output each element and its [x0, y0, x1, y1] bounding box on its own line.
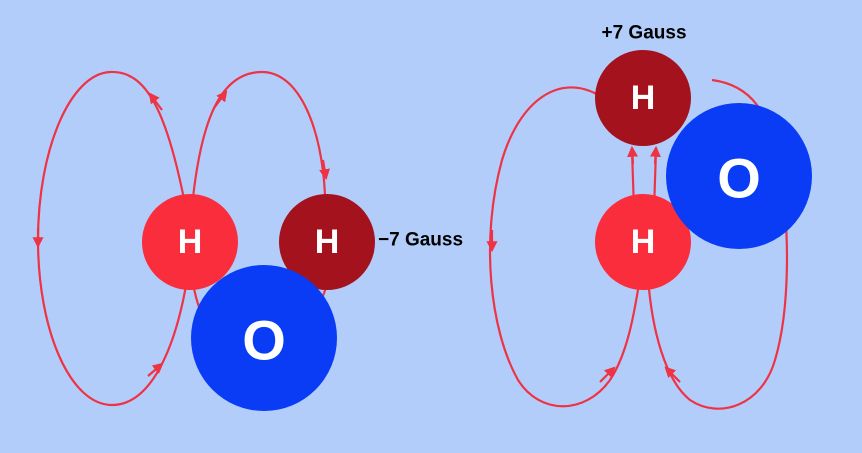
molecule-right: H H O +7 Gauss [486, 23, 812, 410]
field-strength-label-left: −7 Gauss [378, 230, 463, 251]
field-strength-label-right: +7 Gauss [601, 23, 686, 44]
molecule-left: H H O −7 Gauss [32, 70, 463, 411]
hydrogen-atom-right-spin-down: H [595, 50, 691, 146]
arrow-icon [213, 90, 228, 109]
hydrogen-atom-right-spin-up: H [595, 194, 691, 290]
atom-circle [666, 103, 812, 249]
atom-label: H [178, 223, 203, 261]
atom-label: O [242, 309, 286, 372]
arrow-icon [148, 92, 163, 111]
arrow-icon [147, 362, 164, 377]
hydrogen-atom-left-spin-up: H [142, 194, 238, 290]
atom-circle [279, 194, 375, 290]
field-line-left-inner [188, 70, 327, 231]
atom-circle [191, 265, 337, 411]
oxygen-atom-right: O [666, 103, 812, 249]
atom-label: H [631, 223, 656, 261]
atom-label: O [717, 147, 761, 210]
atom-circle [142, 194, 238, 290]
arrow-icon [664, 366, 681, 383]
arrow-icon [599, 366, 616, 383]
arrow-icon [649, 145, 661, 165]
oxygen-atom-left: O [191, 265, 337, 411]
atom-circle [595, 50, 691, 146]
field-line-right-left [488, 86, 642, 408]
atom-label: H [631, 79, 656, 117]
arrow-icon [627, 145, 639, 165]
atom-circle [595, 194, 691, 290]
arrow-icon [319, 159, 330, 181]
atom-label: H [315, 223, 340, 261]
hydrogen-atom-left-spin-down: H [279, 194, 375, 290]
